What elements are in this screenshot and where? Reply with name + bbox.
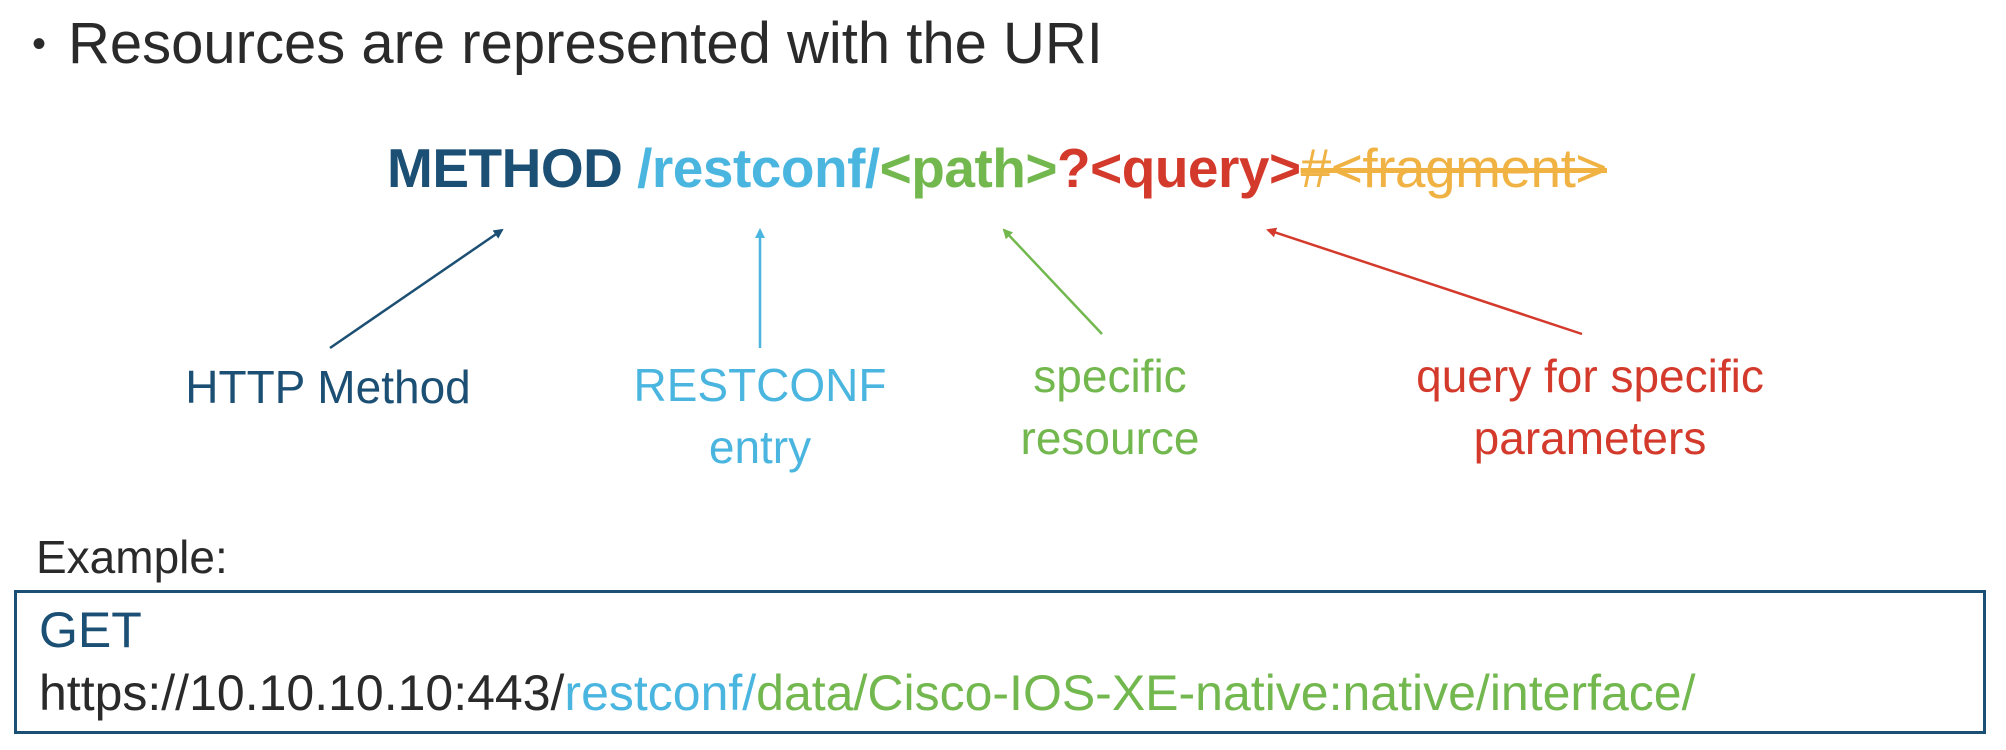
- bullet-marker: •: [32, 22, 47, 66]
- uri-template: METHOD /restconf/<path>?<query>#<fragmen…: [387, 136, 1608, 200]
- bullet-text: Resources are represented with the URI: [68, 11, 1103, 76]
- arrow-method: [329, 228, 504, 350]
- example-method: GET: [39, 602, 142, 658]
- uri-method: METHOD: [387, 137, 623, 199]
- arrow-path: [1002, 228, 1103, 335]
- uri-fragment: #<fragment>: [1300, 137, 1608, 199]
- label-specific-resource: specific resource: [1020, 350, 1200, 464]
- example-host: https://10.10.10.10:443/: [39, 665, 565, 721]
- uri-path: <path>: [879, 137, 1058, 199]
- example-url: https://10.10.10.10:443/restconf/data/Ci…: [39, 662, 1983, 725]
- example-restconf: restconf/: [564, 665, 757, 721]
- example-path: data/Cisco-IOS-XE-native:native/interfac…: [756, 665, 1696, 721]
- example-box: GET https://10.10.10.10:443/restconf/dat…: [14, 590, 1986, 734]
- arrow-query: [1266, 227, 1583, 336]
- label-http-method: HTTP Method: [185, 361, 471, 413]
- example-label: Example:: [36, 531, 228, 583]
- bullet-item: • Resources are represented with the URI: [32, 10, 1103, 77]
- uri-restconf: /restconf/: [637, 137, 880, 199]
- uri-query: ?<query>: [1057, 137, 1301, 199]
- label-restconf-entry: RESTCONF entry: [633, 359, 887, 473]
- label-query-parameters: query for specific parameters: [1416, 350, 1764, 464]
